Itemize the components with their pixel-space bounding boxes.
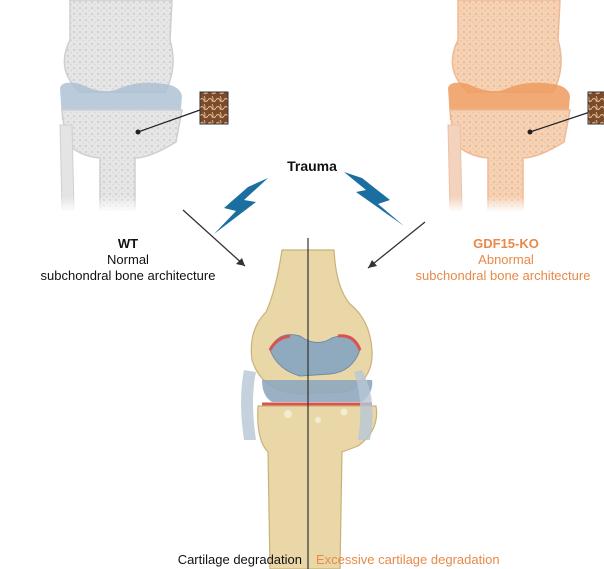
wt-bone-inset — [200, 92, 228, 124]
outcome-right-label: Excessive cartilage degradation — [316, 552, 556, 567]
outcome-left-label: Cartilage degradation — [132, 552, 302, 567]
lightning-left-icon — [214, 178, 268, 234]
wt-subtitle: Normal — [10, 252, 246, 267]
oa-knee-illustration — [241, 250, 377, 569]
wt-inset-dot — [136, 130, 141, 135]
trauma-label: Trauma — [264, 159, 360, 174]
ko-inset-dot — [528, 130, 533, 135]
ko-knee-illustration — [440, 0, 604, 212]
ko-subtitle: Abnormal — [408, 252, 604, 267]
ko-title: GDF15-KO — [408, 236, 604, 251]
ko-description: subchondral bone architecture — [402, 268, 604, 283]
wt-description: subchondral bone architecture — [10, 268, 246, 283]
lightning-right-icon — [344, 172, 404, 226]
wt-title: WT — [10, 236, 246, 251]
ko-bone-inset — [588, 92, 604, 124]
wt-knee-illustration — [60, 0, 210, 212]
